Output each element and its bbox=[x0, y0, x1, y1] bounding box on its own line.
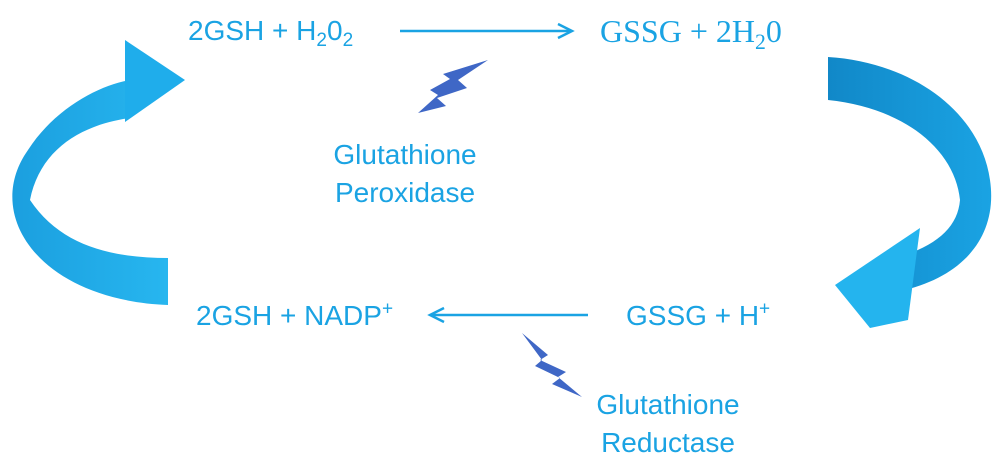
enzyme-peroxidase-line1: Glutathione bbox=[333, 139, 477, 170]
reaction-top-left-text: 2GSH + H bbox=[188, 15, 317, 46]
left-cycle-arrow-body bbox=[12, 80, 168, 305]
reaction-bottom-right: GSSG + H+ bbox=[626, 298, 771, 331]
reaction-top-left-subscript-2: 2 bbox=[342, 30, 354, 52]
enzyme-reductase-label: Glutathione Reductase bbox=[568, 386, 768, 462]
right-cycle-arrow-body bbox=[828, 57, 992, 290]
peroxidase-lightning-bolt-icon bbox=[418, 60, 488, 113]
reaction-bottom-left: 2GSH + NADP+ bbox=[196, 298, 394, 331]
enzyme-reductase-line1: Glutathione bbox=[596, 389, 740, 420]
enzyme-reductase-line2: Reductase bbox=[601, 427, 735, 458]
reaction-top-right-text: GSSG + 2H bbox=[600, 13, 755, 49]
top-reaction-arrow-head bbox=[557, 22, 575, 40]
reaction-bottom-right-superscript: + bbox=[759, 298, 771, 320]
reaction-bottom-left-superscript: + bbox=[381, 298, 394, 320]
enzyme-peroxidase-line2: Peroxidase bbox=[334, 177, 476, 208]
reaction-top-right: GSSG + 2H20 bbox=[600, 13, 782, 53]
bottom-reaction-arrow-head bbox=[427, 306, 445, 324]
reaction-top-left: 2GSH + H202 bbox=[188, 15, 353, 51]
reaction-top-right-text-2: 0 bbox=[765, 13, 782, 49]
right-cycle-arrow-head bbox=[835, 228, 920, 328]
reductase-lightning-bolt-icon bbox=[522, 333, 582, 397]
reaction-top-left-text-2: 0 bbox=[326, 15, 343, 46]
reaction-top-right-subscript: 2 bbox=[754, 29, 766, 54]
reaction-top-left-subscript-1: 2 bbox=[316, 30, 327, 52]
left-cycle-arrow-head bbox=[125, 40, 185, 122]
reaction-bottom-left-text: 2GSH + NADP bbox=[196, 300, 382, 331]
enzyme-peroxidase-label: Glutathione Peroxidase bbox=[305, 136, 505, 212]
reaction-bottom-right-text: GSSG + H bbox=[626, 300, 760, 331]
